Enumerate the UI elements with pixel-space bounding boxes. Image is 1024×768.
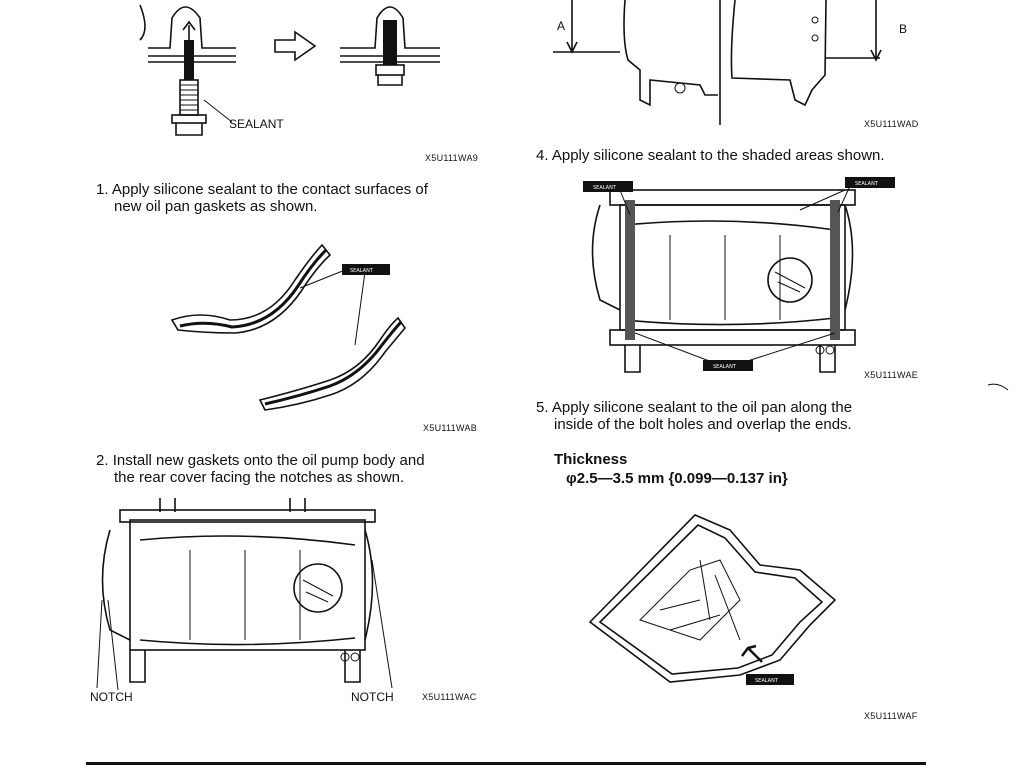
- figure-code: X5U111WAE: [864, 370, 919, 380]
- figure-code: X5U111WAF: [864, 711, 918, 721]
- step-text-line2: the rear cover facing the notches as sho…: [114, 469, 405, 486]
- sealant-callout: SEALANT: [229, 117, 284, 131]
- figure-code: X5U111WAC: [422, 692, 477, 702]
- step-1: 1. Apply silicone sealant to the contact…: [96, 181, 428, 215]
- sealant-tag-right: SEALANT: [855, 181, 879, 187]
- figure-code: X5U111WA9: [425, 153, 479, 163]
- step-number: 4.: [536, 147, 549, 164]
- thickness-heading: Thickness: [554, 451, 628, 468]
- step-number: 1.: [96, 181, 109, 198]
- page-bottom-rule: [86, 762, 926, 765]
- step-text-line1: Install new gaskets onto the oil pump bo…: [112, 452, 425, 469]
- step-text-line2: inside of the bolt holes and overlap the…: [554, 416, 852, 433]
- figure-code: X5U111WAB: [423, 423, 478, 433]
- step-2: 2. Install new gaskets onto the oil pump…: [96, 452, 425, 486]
- notch-label-left: NOTCH: [90, 690, 133, 704]
- sealant-tag: SEALANT: [755, 678, 779, 684]
- figure-code: X5U111WAD: [864, 119, 919, 129]
- sealant-tag-left: SEALANT: [593, 185, 617, 191]
- step-number: 2.: [96, 452, 109, 469]
- step-text-line1: Apply silicone sealant to the oil pan al…: [551, 399, 853, 416]
- step-4: 4. Apply silicone sealant to the shaded …: [536, 147, 885, 164]
- step-number: 5.: [536, 399, 549, 416]
- step-text: Apply silicone sealant to the shaded are…: [551, 147, 885, 164]
- step-5: 5. Apply silicone sealant to the oil pan…: [536, 399, 852, 433]
- step-text-line2: new oil pan gaskets as shown.: [114, 198, 318, 215]
- step-text-line1: Apply silicone sealant to the contact su…: [111, 181, 428, 198]
- thickness-value: φ2.5—3.5 mm {0.099—0.137 in}: [566, 470, 788, 487]
- sealant-tag: SEALANT: [350, 268, 374, 274]
- notch-label-right: NOTCH: [351, 690, 394, 704]
- sealant-tag-bottom: SEALANT: [713, 364, 737, 370]
- dimension-b-label: B: [899, 22, 908, 36]
- dimension-a-label: A: [557, 19, 566, 33]
